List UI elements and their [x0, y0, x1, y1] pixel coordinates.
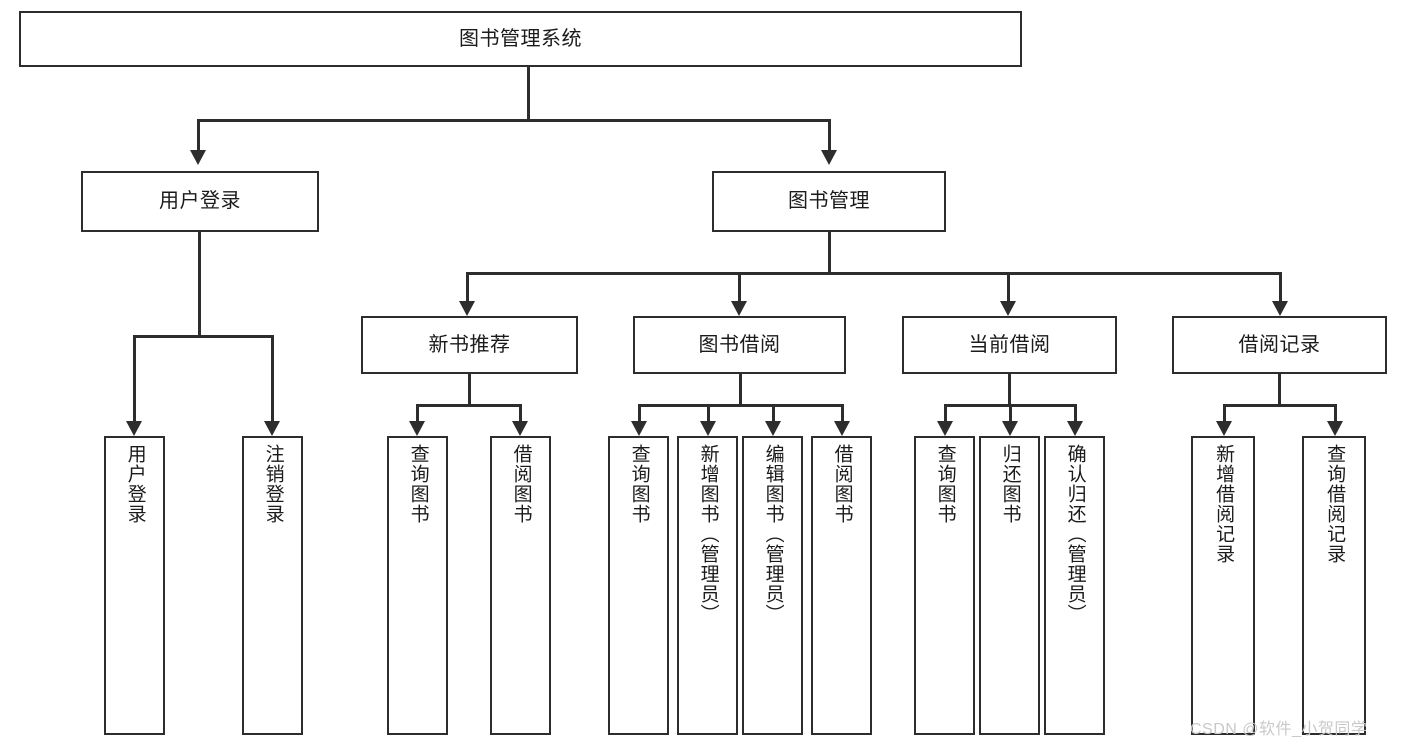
leaf-current-borrow-3[interactable]: 确认归还（管理员） [1044, 436, 1105, 735]
node-user-login[interactable]: 用户登录 [81, 171, 319, 232]
connector-to-borrow-record [1279, 272, 1282, 301]
arrowhead-current-borrow-leaf-1 [937, 421, 953, 436]
connector-book-borrow-leaf-3 [772, 404, 775, 421]
connector-root-to-user-login [197, 119, 200, 150]
leaf-borrow-record-1[interactable]: 新增借阅记录 [1191, 436, 1255, 735]
connector-to-new-book [466, 272, 469, 301]
connector-root-to-book-mgmt [828, 119, 831, 150]
node-current-borrow-label: 当前借阅 [968, 333, 1051, 356]
connector-book-borrow-leaf-2 [707, 404, 710, 421]
leaf-book-borrow-3-label: 编辑图书（管理员） [762, 444, 784, 624]
arrowhead-borrow-record-leaf-2 [1327, 421, 1343, 436]
leaf-current-borrow-1[interactable]: 查询图书 [914, 436, 975, 735]
leaf-new-book-1-label: 查询图书 [407, 444, 429, 524]
leaf-book-borrow-1-label: 查询图书 [628, 444, 650, 524]
connector-book-borrow-leaf-4 [841, 404, 844, 421]
arrowhead-book-borrow [731, 301, 747, 316]
node-borrow-record-label: 借阅记录 [1238, 333, 1321, 356]
connector-borrow-record-leaf-2 [1334, 404, 1337, 421]
arrowhead-user-login-leaf-2 [264, 421, 280, 436]
arrowhead-new-book-leaf-2 [512, 421, 528, 436]
leaf-book-borrow-3[interactable]: 编辑图书（管理员） [742, 436, 803, 735]
leaf-user-login-1[interactable]: 用户登录 [104, 436, 165, 735]
arrowhead-book-borrow-leaf-4 [834, 421, 850, 436]
connector-book-borrow-stem [739, 374, 742, 404]
node-root-system-label: 图书管理系统 [459, 27, 582, 50]
connector-new-book-leaf-1 [416, 404, 419, 421]
arrowhead-book-borrow-leaf-1 [631, 421, 647, 436]
arrowhead-borrow-record-leaf-1 [1216, 421, 1232, 436]
connector-to-book-borrow [738, 272, 741, 301]
connector-current-borrow-leaf-2 [1009, 404, 1012, 421]
arrowhead-user-login [190, 150, 206, 165]
leaf-book-borrow-1[interactable]: 查询图书 [608, 436, 669, 735]
arrowhead-current-borrow [1000, 301, 1016, 316]
connector-root-bar [197, 119, 831, 122]
connector-new-book-leaf-2 [519, 404, 522, 421]
connector-book-mgmt-bar [466, 272, 1281, 275]
connector-user-login-bar [133, 335, 272, 338]
node-borrow-record[interactable]: 借阅记录 [1172, 316, 1387, 374]
connector-current-borrow-stem [1008, 374, 1011, 404]
connector-user-login-leaf-1 [133, 335, 136, 421]
leaf-new-book-2[interactable]: 借阅图书 [490, 436, 551, 735]
leaf-borrow-record-1-label: 新增借阅记录 [1213, 444, 1235, 564]
arrowhead-new-book-leaf-1 [409, 421, 425, 436]
arrowhead-borrow-record [1272, 301, 1288, 316]
connector-book-borrow-leaf-1 [638, 404, 641, 421]
node-new-book-recommend-label: 新书推荐 [428, 333, 511, 356]
connector-current-borrow-leaf-1 [944, 404, 947, 421]
node-new-book-recommend[interactable]: 新书推荐 [361, 316, 578, 374]
node-root-system[interactable]: 图书管理系统 [19, 11, 1022, 67]
connector-borrow-record-stem [1278, 374, 1281, 404]
connector-current-borrow-leaf-3 [1074, 404, 1077, 421]
arrowhead-new-book [459, 301, 475, 316]
node-current-borrow[interactable]: 当前借阅 [902, 316, 1117, 374]
arrowhead-book-borrow-leaf-2 [700, 421, 716, 436]
leaf-current-borrow-2[interactable]: 归还图书 [979, 436, 1040, 735]
arrowhead-book-mgmt [821, 150, 837, 165]
node-user-login-label: 用户登录 [159, 190, 241, 212]
leaf-user-login-2[interactable]: 注销登录 [242, 436, 303, 735]
arrowhead-current-borrow-leaf-2 [1002, 421, 1018, 436]
leaf-current-borrow-3-label: 确认归还（管理员） [1064, 444, 1086, 624]
leaf-book-borrow-2[interactable]: 新增图书（管理员） [677, 436, 738, 735]
connector-new-book-bar [416, 404, 521, 407]
leaf-current-borrow-2-label: 归还图书 [999, 444, 1021, 524]
leaf-current-borrow-1-label: 查询图书 [934, 444, 956, 524]
connector-to-current-borrow [1007, 272, 1010, 301]
leaf-book-borrow-4[interactable]: 借阅图书 [811, 436, 872, 735]
connector-user-login-stem [198, 232, 201, 335]
leaf-new-book-2-label: 借阅图书 [510, 444, 532, 524]
leaf-borrow-record-2[interactable]: 查询借阅记录 [1302, 436, 1366, 735]
arrowhead-book-borrow-leaf-3 [765, 421, 781, 436]
leaf-new-book-1[interactable]: 查询图书 [387, 436, 448, 735]
node-book-management[interactable]: 图书管理 [712, 171, 946, 232]
connector-root-stem [527, 67, 530, 119]
leaf-book-borrow-2-label: 新增图书（管理员） [697, 444, 719, 624]
arrowhead-current-borrow-leaf-3 [1067, 421, 1083, 436]
arrowhead-user-login-leaf-1 [126, 421, 142, 436]
node-book-borrow[interactable]: 图书借阅 [633, 316, 846, 374]
connector-new-book-stem [468, 374, 471, 404]
connector-borrow-record-leaf-1 [1223, 404, 1226, 421]
connector-book-borrow-bar [638, 404, 843, 407]
connector-borrow-record-bar [1223, 404, 1336, 407]
connector-book-mgmt-stem [828, 232, 831, 272]
leaf-user-login-2-label: 注销登录 [262, 444, 284, 524]
node-book-management-label: 图书管理 [788, 190, 870, 212]
leaf-borrow-record-2-label: 查询借阅记录 [1324, 444, 1346, 564]
leaf-user-login-1-label: 用户登录 [124, 444, 146, 524]
connector-user-login-leaf-2 [271, 335, 274, 421]
node-book-borrow-label: 图书借阅 [698, 333, 781, 356]
leaf-book-borrow-4-label: 借阅图书 [831, 444, 853, 524]
